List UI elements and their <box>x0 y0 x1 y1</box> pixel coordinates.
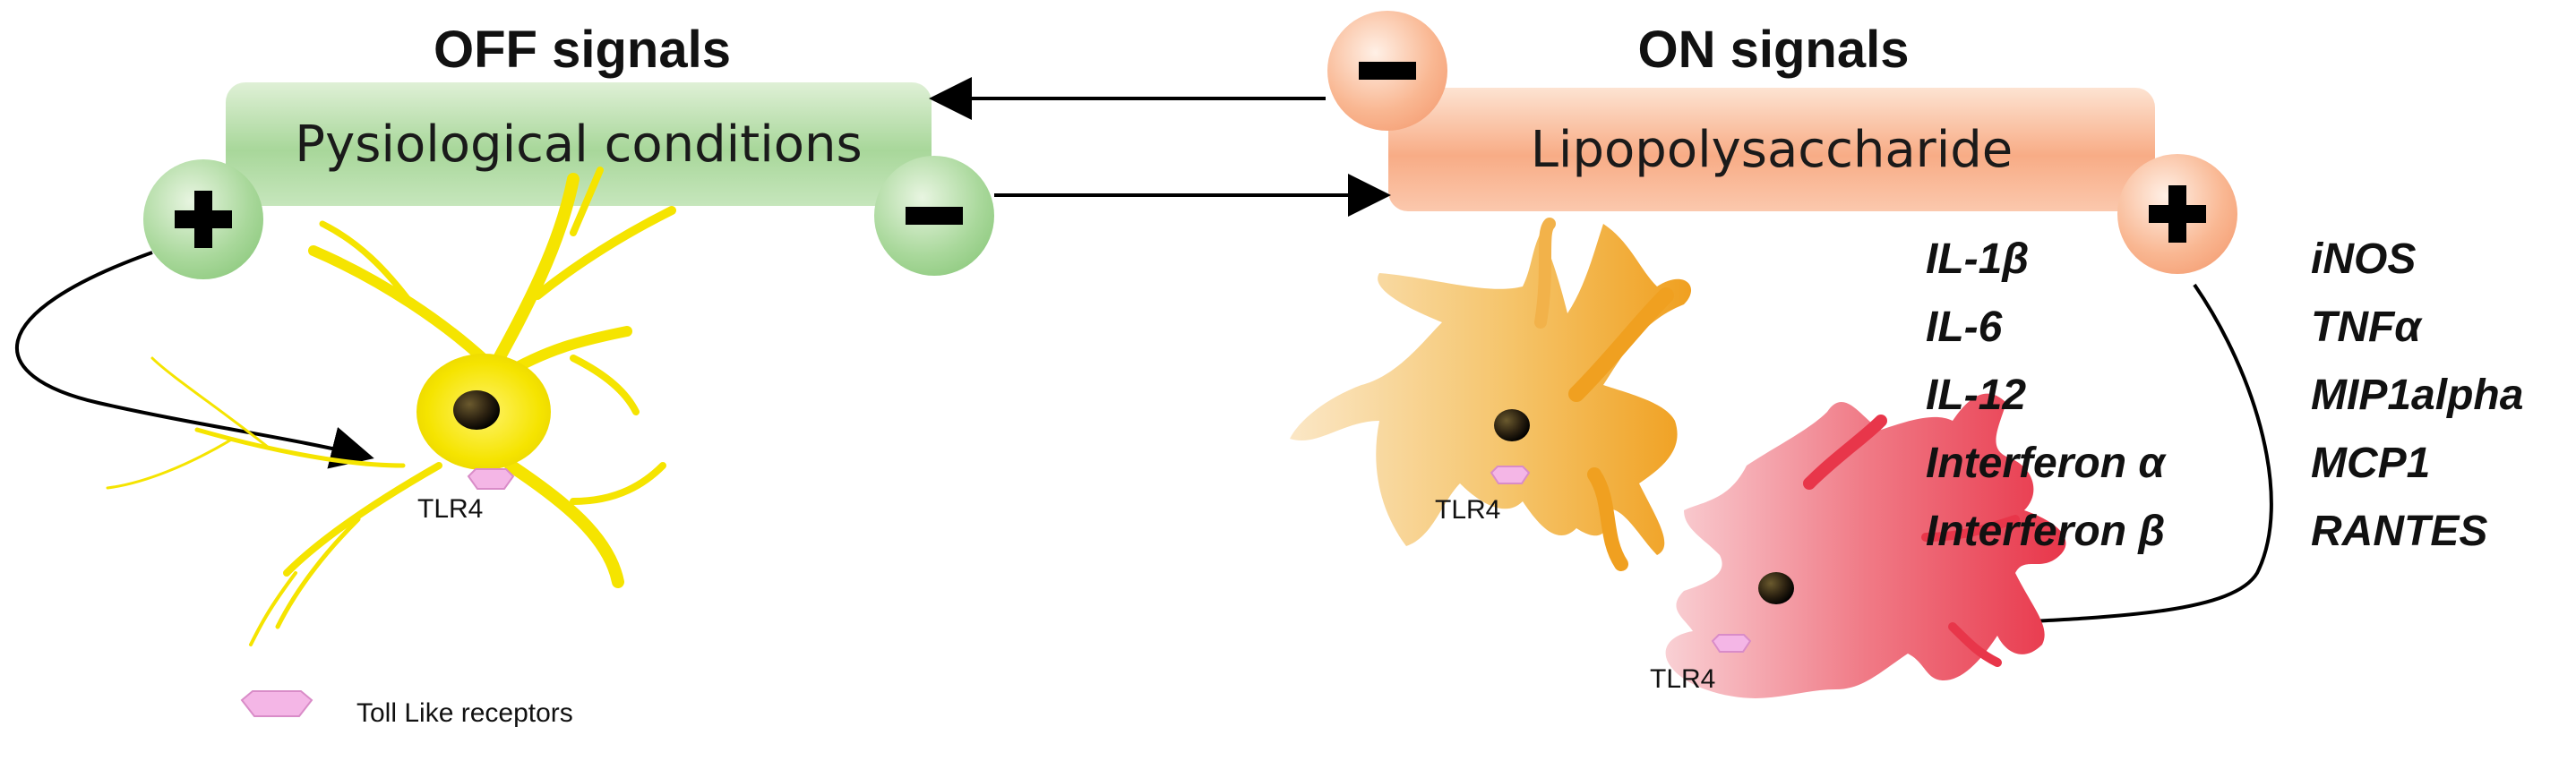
off-plus-sign <box>143 159 263 279</box>
tlr4-label-intermediate: TLR4 <box>1435 495 1501 525</box>
cytokine-item: TNFα <box>2311 304 2422 351</box>
off-signals-heading: OFF signals <box>434 21 731 79</box>
activation-arrow-to-activated-cell <box>1919 283 2273 646</box>
cytokine-item: MIP1alpha <box>2311 372 2524 419</box>
cytokine-item: IL-1β <box>1926 235 2030 283</box>
activation-arrow-to-resting-cell <box>15 251 374 469</box>
cytokine-item: RANTES <box>2311 508 2488 555</box>
intermediate-microglia-cell <box>1290 218 1692 571</box>
tlr4-receptor-resting <box>467 468 515 490</box>
activated-microglia-cell <box>1665 393 2066 698</box>
lipopolysaccharide-banner: Lipopolysaccharide <box>1388 88 2155 211</box>
lipopolysaccharide-label: Lipopolysaccharide <box>1530 120 2014 179</box>
plus-symbol-vertical <box>194 191 212 248</box>
cytokine-item: iNOS <box>2311 235 2417 283</box>
minus-symbol <box>1359 62 1416 80</box>
tlr4-label-resting: TLR4 <box>417 494 484 524</box>
on-signals-heading: ON signals <box>1637 21 1910 79</box>
cytokine-item: Interferon β <box>1926 508 2166 555</box>
tlr4-receptor-activated <box>1711 634 1752 653</box>
legend-label: Toll Like receptors <box>356 698 573 728</box>
physiological-conditions-label: Pysiological conditions <box>295 115 863 174</box>
on-minus-sign <box>1327 11 1447 131</box>
cytokine-item: IL-12 <box>1926 372 2027 419</box>
cytokine-item: MCP1 <box>2311 440 2431 487</box>
minus-symbol <box>906 207 963 225</box>
physiological-conditions-banner: Pysiological conditions <box>226 82 932 206</box>
on-plus-sign <box>2117 154 2237 274</box>
cytokine-item: IL-6 <box>1926 304 2003 351</box>
off-minus-sign <box>874 156 994 276</box>
cytokine-item: Interferon α <box>1926 440 2166 487</box>
tlr4-label-activated: TLR4 <box>1650 664 1716 694</box>
legend-receptor-icon <box>240 690 313 717</box>
resting-microglia-cell <box>106 167 676 646</box>
plus-symbol-vertical <box>2168 185 2186 243</box>
tlr4-receptor-intermediate <box>1490 466 1531 484</box>
